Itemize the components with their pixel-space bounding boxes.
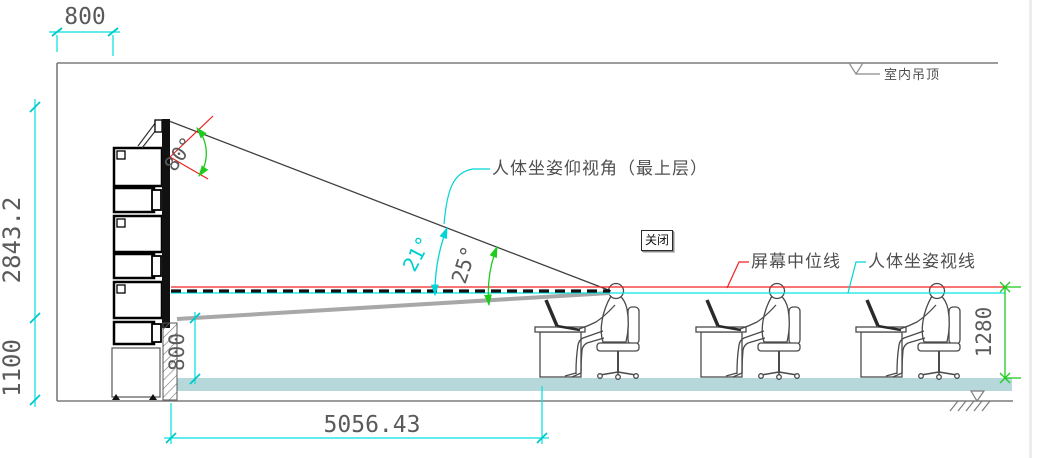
hatched-plinth bbox=[162, 322, 178, 401]
room-outline bbox=[56, 62, 1013, 402]
grade-symbol bbox=[949, 390, 991, 412]
sightline-height-dimension bbox=[999, 281, 1021, 384]
cabinet-base-box bbox=[111, 347, 161, 398]
dim-screen-height: 2843.2 bbox=[0, 197, 26, 284]
upper-sight-line bbox=[168, 120, 612, 292]
ceiling-level-symbol bbox=[847, 62, 880, 76]
right-edge-line bbox=[1029, 0, 1032, 458]
dim-console-height: 800 bbox=[165, 333, 189, 371]
dimension-lines bbox=[34, 31, 549, 444]
dim-lower-height: 1100 bbox=[0, 339, 26, 397]
screen-mid-label: 屏幕中位线 bbox=[751, 252, 841, 272]
line-labels: 屏幕中位线 人体坐姿视线 bbox=[726, 252, 976, 294]
raised-floor-band bbox=[177, 378, 1012, 391]
dim-wall-gap: 800 bbox=[64, 4, 106, 30]
video-wall-section bbox=[111, 119, 178, 401]
screen-face bbox=[162, 119, 170, 328]
elevation-label-leader bbox=[443, 168, 490, 225]
dim-sightline-height: 1280 bbox=[972, 307, 996, 358]
close-button[interactable]: 关闭 bbox=[641, 230, 673, 251]
angle-21-label: 21° bbox=[398, 232, 436, 275]
sightline-label: 人体坐姿视线 bbox=[868, 252, 976, 272]
angle-25-label: 25° bbox=[447, 243, 482, 286]
dim-viewing-distance: 5056.43 bbox=[324, 412, 421, 438]
elevation-angle-label: 人体坐姿仰视角（最上层） bbox=[492, 159, 708, 179]
operator-figure bbox=[854, 281, 962, 382]
console-slope-line bbox=[176, 291, 611, 321]
operator-figure bbox=[694, 281, 802, 382]
dimension-ticks bbox=[29, 27, 548, 444]
ceiling-label: 室内吊顶 bbox=[884, 67, 940, 83]
